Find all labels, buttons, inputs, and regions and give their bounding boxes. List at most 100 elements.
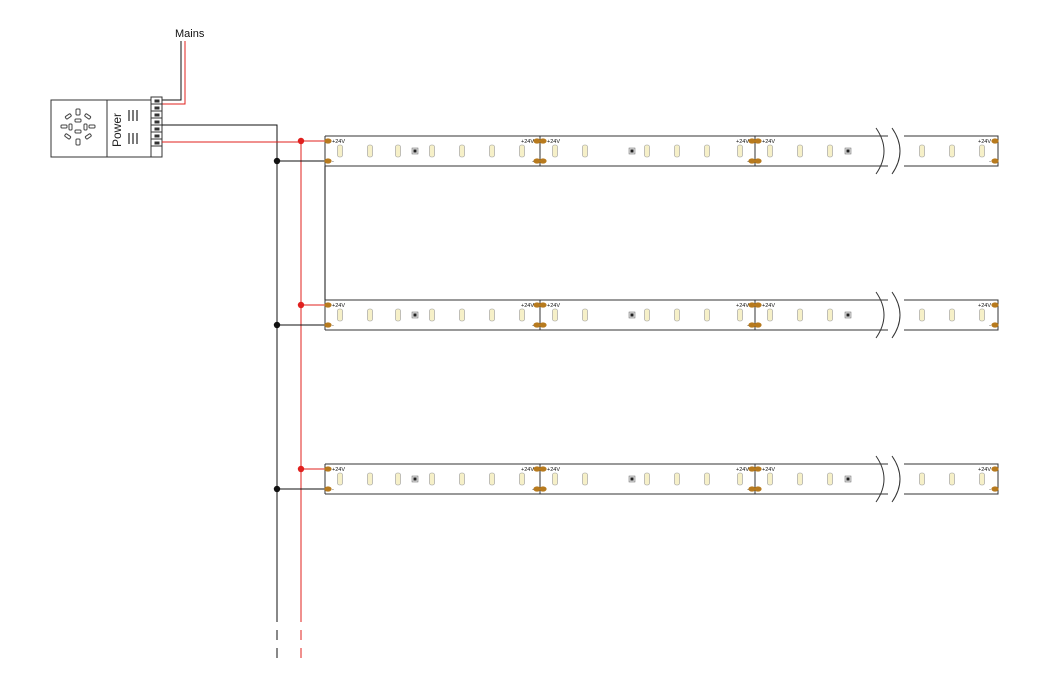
led [737,472,743,486]
mains-wire-black [153,41,182,101]
strip-2: +24V-+24V-+24V+24V-+24V+24V- [273,291,999,339]
led [919,144,925,158]
solder-pad [324,138,332,144]
minus-label: - [747,487,749,493]
solder-pad [539,486,547,492]
resistor-chip-core [846,149,850,153]
strip-outline-end [904,463,999,495]
solder-pad [748,466,756,472]
led [949,144,955,158]
solder-pad [539,138,547,144]
solder-pad [324,466,332,472]
psu-output-positive [162,141,302,612]
led [582,144,588,158]
led [459,144,465,158]
strip-1: +24V-+24V-+24V+24V-+24V+24V- [273,127,999,175]
junction-negative [273,321,281,329]
led [979,472,985,486]
led [489,308,495,322]
led [979,308,985,322]
terminal-block [150,96,163,158]
led-strips: +24V - +24V - +24V +24V - +24V +24V - +24V - +24V - +2… [273,127,999,503]
led [797,144,803,158]
led [949,472,955,486]
led [919,308,925,322]
junction-negative [273,485,281,493]
strip-outline-end [904,135,999,167]
voltage-label: +24V [547,139,560,145]
led [704,472,710,486]
led [395,308,401,322]
mains-wire-red [153,41,186,105]
power-label: Power [110,113,124,147]
resistor-chip-core [630,477,634,481]
led [827,472,833,486]
strip-outline [324,135,888,167]
break-mark [875,455,885,503]
led [767,472,773,486]
solder-pad [991,302,999,308]
resistor-chip-core [413,149,417,153]
minus-label: - [747,159,749,165]
led [827,308,833,322]
solder-pad [748,138,756,144]
break-mark [891,291,901,339]
solder-pad [324,302,332,308]
solder-pad [533,466,541,472]
resistor-chip-core [846,477,850,481]
led [395,144,401,158]
break-mark [891,455,901,503]
led [337,472,343,486]
junction-positive [297,137,305,145]
psu-output-negative [162,124,278,612]
solder-pad [748,302,756,308]
led [429,144,435,158]
minus-label: - [989,159,991,165]
solder-pad [533,322,541,328]
led [582,472,588,486]
junction-positive [297,301,305,309]
led [367,472,373,486]
led [519,472,525,486]
led [519,308,525,322]
solder-pad [991,138,999,144]
led [582,308,588,322]
led [674,308,680,322]
led [395,472,401,486]
solder-pad [539,466,547,472]
minus-label: - [532,323,534,329]
led [552,144,558,158]
led [979,144,985,158]
voltage-label: +24V [978,303,991,309]
led [674,144,680,158]
strip-outline [324,463,888,495]
led [797,308,803,322]
voltage-label: +24V [521,467,534,473]
led [367,308,373,322]
voltage-label: +24V [978,139,991,145]
led [337,144,343,158]
minus-label: - [332,487,334,493]
resistor-chip-core [846,313,850,317]
resistor-chip-core [630,313,634,317]
solder-pad [539,322,547,328]
voltage-label: +24V [547,303,560,309]
minus-label: - [532,159,534,165]
resistor-chip-core [413,313,417,317]
led [674,472,680,486]
voltage-label: +24V [762,467,775,473]
solder-pad [324,158,332,164]
solder-pad [754,138,762,144]
voltage-label: +24V [332,467,345,473]
solder-pad [324,486,332,492]
minus-label: - [532,487,534,493]
voltage-label: +24V [978,467,991,473]
minus-label: - [332,323,334,329]
voltage-label: +24V [736,303,749,309]
solder-pad [754,322,762,328]
led [737,308,743,322]
led [489,472,495,486]
voltage-label: +24V [332,139,345,145]
led [949,308,955,322]
